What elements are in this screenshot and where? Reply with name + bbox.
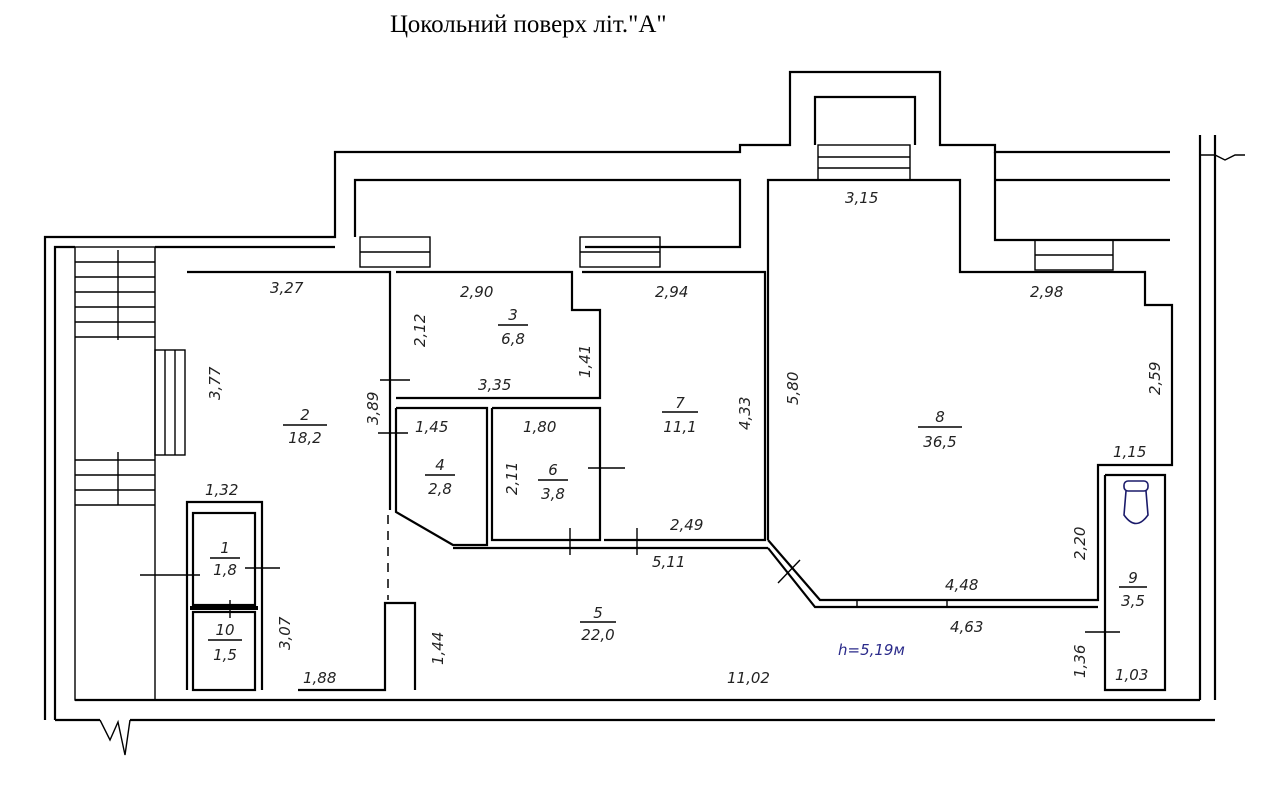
- dimensions-r7-top-label: 2,94: [655, 283, 688, 301]
- rooms-7-number-label: 8: [935, 408, 945, 426]
- outer-walls: [43, 70, 1245, 756]
- dimensions-corridor-label: 5,11: [652, 553, 685, 571]
- dimensions-r5-top-label: 4,63: [950, 618, 983, 636]
- rooms-6-area-label: 11,1: [663, 418, 696, 436]
- dimensions-r2-lower-label: 3,07: [276, 616, 294, 650]
- rooms-9-area-label: 1,5: [213, 646, 237, 664]
- dimensions-r6-left-label: 2,11: [503, 462, 521, 495]
- room-1: 11,8: [210, 539, 240, 579]
- rooms-3-number-label: 4: [435, 456, 445, 474]
- dimensions-r8-right-label: 2,59: [1146, 362, 1164, 395]
- staircase: [74, 144, 1114, 701]
- room-9: 93,5: [1119, 569, 1147, 610]
- dimensions-r9-bottom-label: 1,03: [1115, 666, 1148, 684]
- dimensions-r6-top-label: 1,80: [523, 418, 556, 436]
- rooms-1-area-label: 18,2: [288, 429, 321, 447]
- dimensions-r3-left-label: 2,12: [411, 314, 429, 347]
- dimensions-r8-step-label: 1,15: [1113, 443, 1146, 461]
- dimensions-r8-top2-label: 2,98: [1030, 283, 1063, 301]
- plan-title: Цокольний поверх літ."А": [390, 11, 667, 38]
- dimensions-r8-bottom-label: 4,48: [945, 576, 978, 594]
- rooms-0-area-label: 1,8: [213, 561, 237, 579]
- dimensions-r4-top-label: 1,45: [415, 418, 448, 436]
- interior-walls: [140, 178, 1174, 692]
- dimensions-r3-bottom-label: 3,35: [478, 376, 511, 394]
- room-2: 218,2: [283, 406, 327, 447]
- rooms-8-area-label: 3,5: [1121, 592, 1145, 610]
- rooms-2-number-label: 3: [508, 306, 518, 324]
- rooms-7-area-label: 36,5: [923, 433, 956, 451]
- rooms-3-area-label: 2,8: [428, 480, 452, 498]
- room-8: 836,5: [918, 408, 962, 451]
- dimensions-r8-top-label: 3,15: [845, 189, 878, 207]
- dimensions-r2-top-label: 3,27: [270, 279, 304, 297]
- room-7: 711,1: [662, 394, 698, 436]
- dimensions-r2-left-label: 3,77: [206, 366, 224, 400]
- ceiling-height: h=5,19м: [838, 641, 905, 659]
- toilet-icon: [1123, 480, 1149, 525]
- room-4: 42,8: [425, 456, 455, 498]
- dimensions-r5-left-label: 1,44: [429, 632, 447, 665]
- rooms-5-number-label: 6: [548, 461, 558, 479]
- dimensions-r7-bottom-label: 2,49: [670, 516, 703, 534]
- rooms-0-number-label: 1: [220, 539, 230, 557]
- dimensions: 3,27 3,77 3,89 1,32 3,07 1,88 2,90 2,12 …: [205, 189, 1164, 687]
- dimensions-r2-bottom-label: 1,88: [303, 669, 336, 687]
- dimensions-r8-left-label: 5,80: [784, 372, 802, 405]
- rooms-2-area-label: 6,8: [501, 330, 525, 348]
- dimensions-r5-right-label: 1,36: [1071, 645, 1089, 678]
- rooms-5-area-label: 3,8: [541, 485, 565, 503]
- room-labels: 11,8 218,2 36,8 42,8 522,0 63,8 711,1 83…: [208, 306, 1147, 664]
- rooms-1-number-label: 2: [300, 406, 310, 424]
- rooms-4-number-label: 5: [593, 604, 603, 622]
- dimensions-r5-bottom-label: 11,02: [727, 669, 770, 687]
- dimensions-r3-right-label: 1,41: [576, 345, 594, 378]
- dimensions-r8-lower-label: 2,20: [1071, 527, 1089, 560]
- dimensions-r3-top-label: 2,90: [460, 283, 493, 301]
- dimensions-r2-right-label: 3,89: [364, 392, 382, 425]
- room-3: 36,8: [498, 306, 528, 348]
- dimensions-r2-notch-label: 1,32: [205, 481, 238, 499]
- room-5: 522,0: [580, 604, 616, 644]
- rooms-8-number-label: 9: [1128, 569, 1138, 587]
- room-6: 63,8: [538, 461, 568, 503]
- rooms-4-area-label: 22,0: [581, 626, 614, 644]
- room-10: 101,5: [208, 621, 242, 664]
- dimensions-r7-right-label: 4,33: [736, 397, 754, 430]
- rooms-9-number-label: 10: [215, 621, 234, 639]
- rooms-6-number-label: 7: [675, 394, 685, 412]
